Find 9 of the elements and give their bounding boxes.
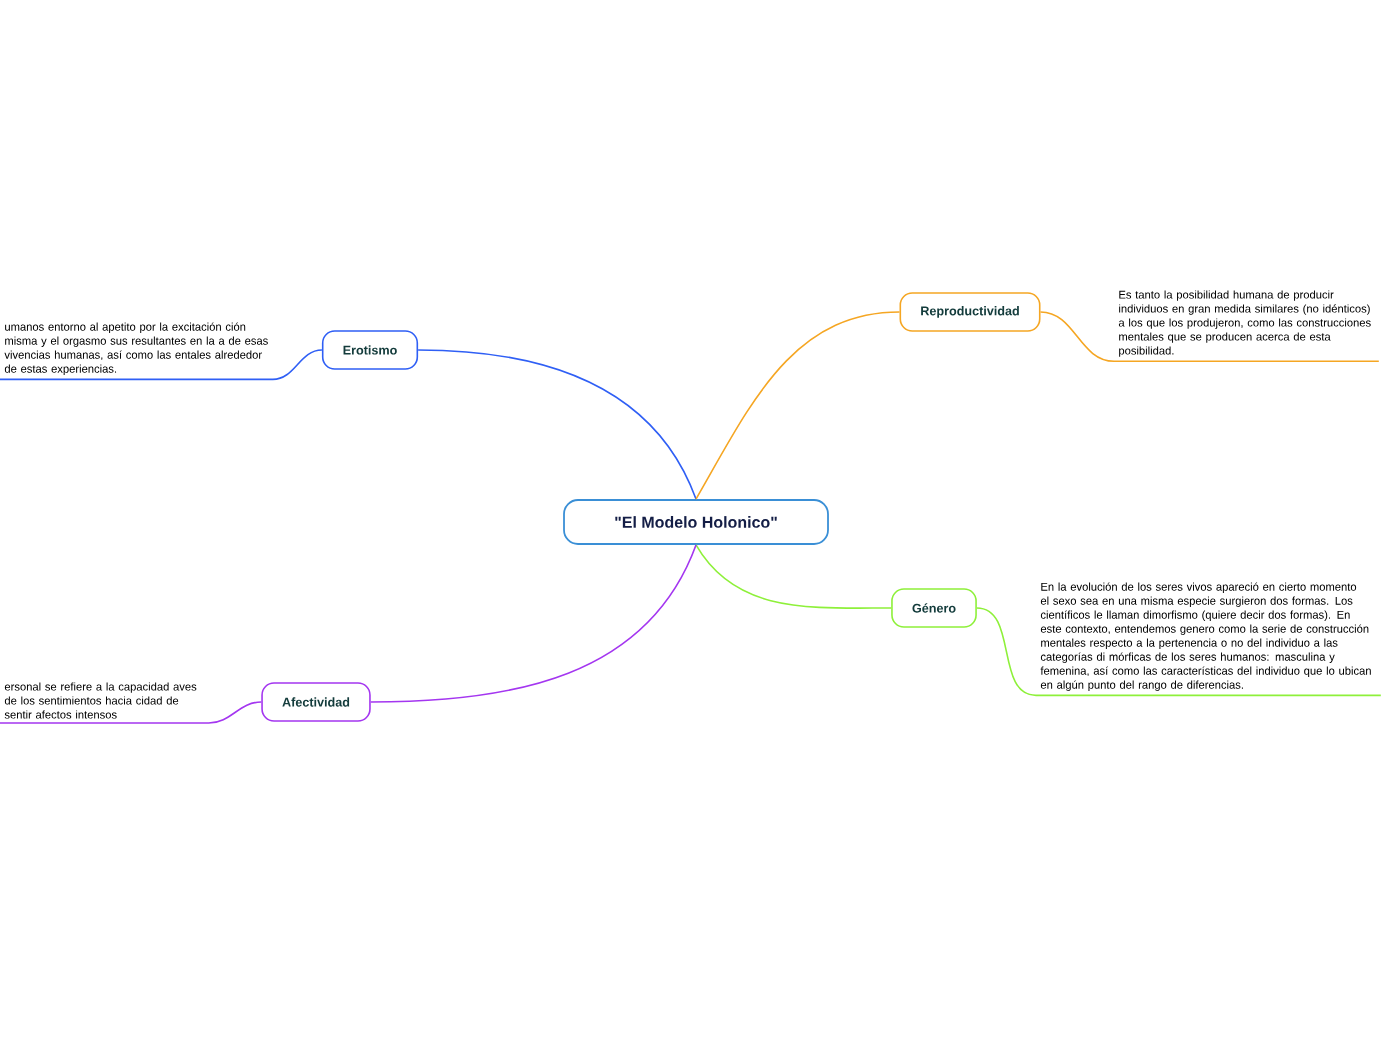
connector-line xyxy=(976,607,1382,697)
connector-line xyxy=(695,544,892,609)
central-topic-box: "El Modelo Holonico" xyxy=(563,499,829,545)
connector-line xyxy=(369,544,697,703)
connector-line xyxy=(0,701,263,724)
connector-line xyxy=(0,349,323,381)
connector-line xyxy=(1039,311,1380,363)
connector-line xyxy=(695,311,901,500)
connector-line xyxy=(417,349,697,500)
